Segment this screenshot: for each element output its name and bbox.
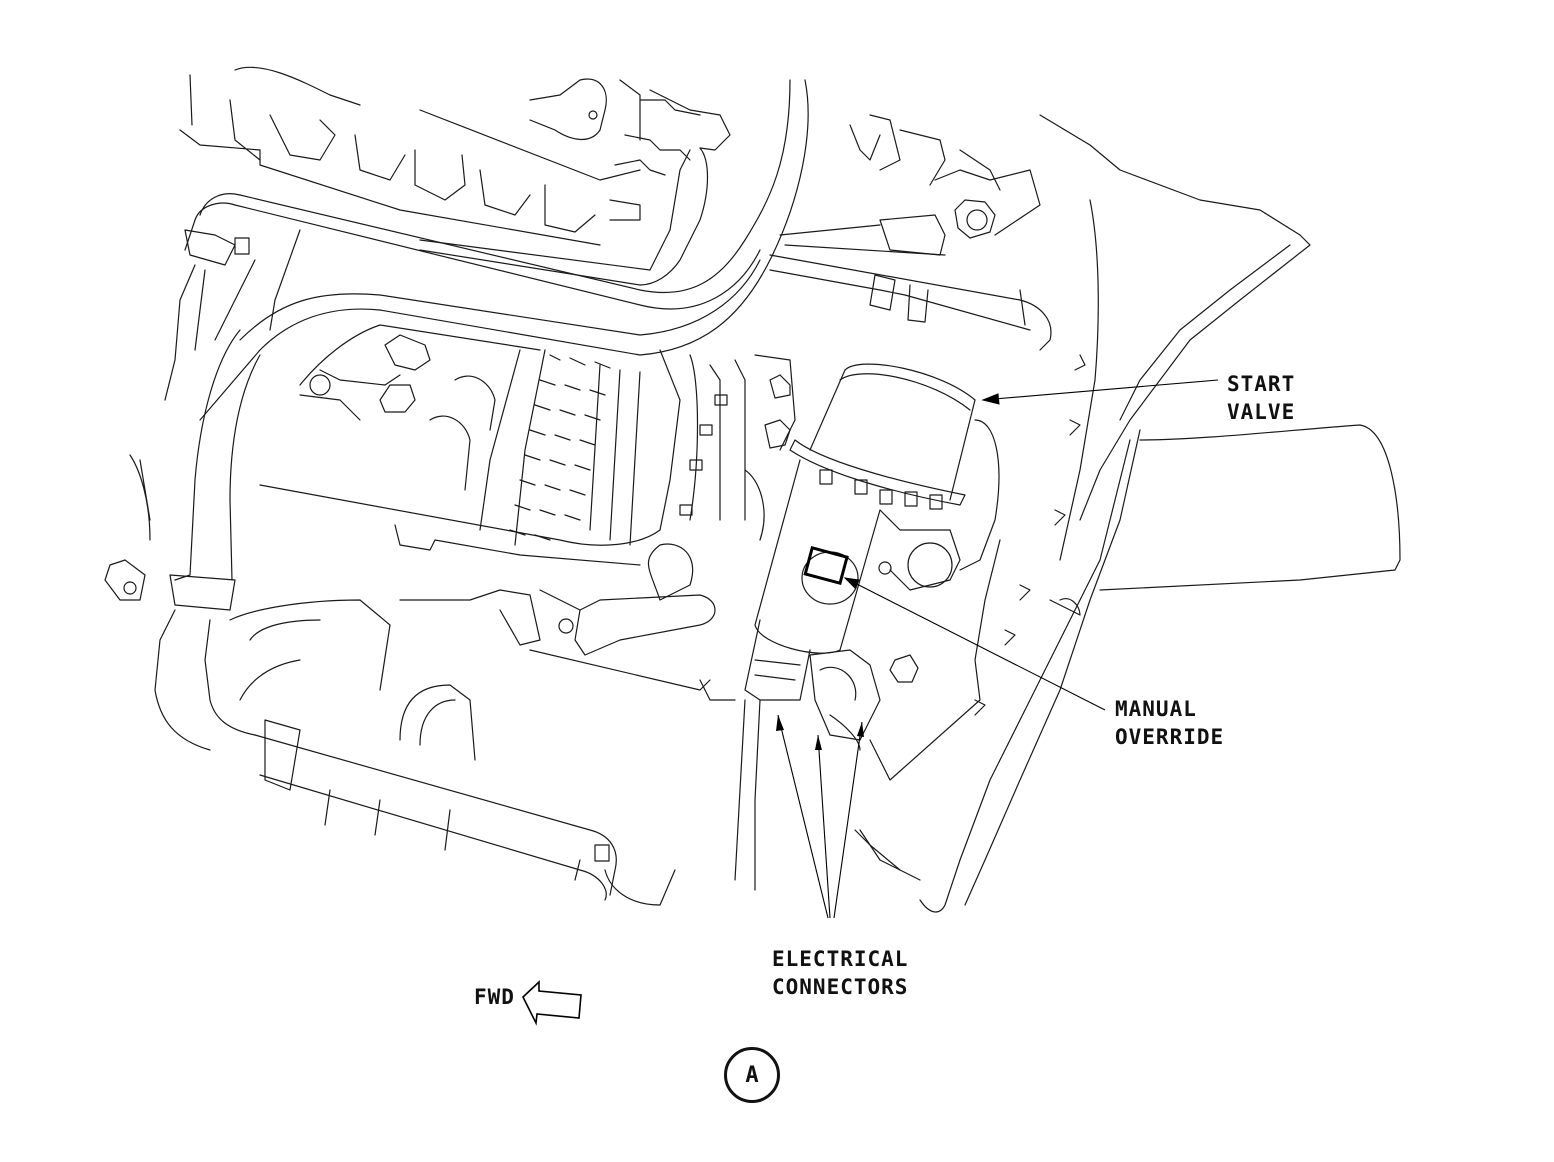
view-callout: A (724, 1047, 780, 1103)
manual-override-label-line-2: OVERRIDE (1115, 725, 1225, 749)
electrical-connectors-label-line-2: CONNECTORS (772, 975, 909, 999)
fwd-label: FWD (474, 985, 515, 1009)
manual-override-label: MANUAL OVERRIDE (1115, 695, 1224, 751)
electrical-connectors-label: ELECTRICAL CONNECTORS (772, 945, 908, 1001)
view-callout-letter: A (745, 1062, 759, 1088)
electrical-connectors-label-line-1: ELECTRICAL (772, 947, 909, 971)
manual-override-label-line-1: MANUAL (1115, 697, 1197, 721)
start-valve-label-line-1: START (1227, 372, 1296, 396)
fwd-arrow-icon (522, 980, 582, 1026)
start-valve-label: START VALVE (1227, 370, 1295, 426)
start-valve-label-line-2: VALVE (1227, 400, 1296, 424)
manual-override-marker (803, 545, 849, 586)
